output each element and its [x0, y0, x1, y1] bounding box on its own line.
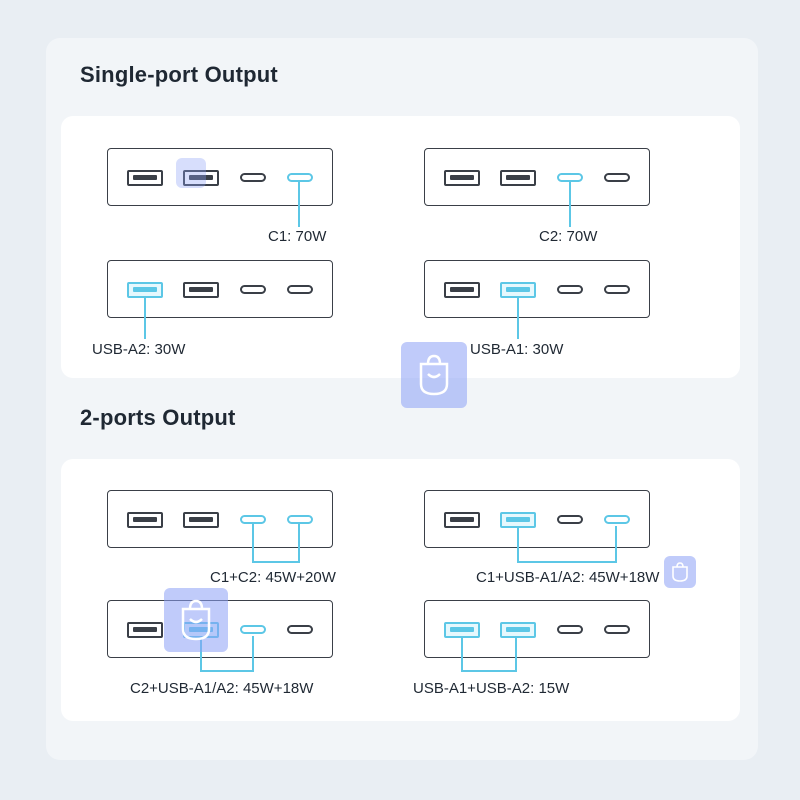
watermark-logo-icon [664, 556, 696, 588]
usb-a1-port [127, 512, 163, 528]
usb-a2-port [127, 622, 163, 638]
usb-c2-port [557, 515, 583, 524]
output-label-c1-usba: C1+USB-A1/A2: 45W+18W [476, 569, 660, 586]
usb-a1-port [183, 282, 219, 298]
usb-c2-port [240, 173, 266, 182]
power-strip-usb-a1 [424, 260, 650, 318]
usb-a1-port [127, 170, 163, 186]
usb-a2-port [444, 512, 480, 528]
watermark-logo-icon [164, 588, 228, 652]
usb-c2-port [240, 515, 266, 524]
usb-c2-port [557, 285, 583, 294]
connector-line [298, 181, 300, 227]
section-title-single: Single-port Output [80, 62, 278, 87]
connector-line [569, 181, 571, 227]
power-strip-c1 [107, 148, 333, 206]
connector-line [144, 296, 146, 339]
section-title-dual: 2-ports Output [80, 405, 236, 430]
usb-a2-port [183, 170, 219, 186]
power-strip-c1-usba [424, 490, 650, 548]
watermark-logo-icon [176, 158, 206, 188]
usb-a2-port [500, 170, 536, 186]
connector-bracket [461, 636, 517, 672]
usb-c1-port [604, 515, 630, 524]
output-label-usb-a1: USB-A1: 30W [470, 341, 564, 358]
power-strip-c2 [424, 148, 650, 206]
output-label-c2-usba: C2+USB-A1/A2: 45W+18W [130, 680, 314, 697]
usb-c2-port [557, 625, 583, 634]
usb-c1-port [287, 285, 313, 294]
usb-c2-port [240, 625, 266, 634]
usb-a1-port [444, 170, 480, 186]
output-label-usba1-usba2: USB-A1+USB-A2: 15W [413, 680, 570, 697]
watermark-logo-icon [401, 342, 467, 408]
usb-a1-port [500, 622, 536, 638]
usb-a2-port [444, 282, 480, 298]
connector-line [517, 296, 519, 339]
output-label-c1-c2: C1+C2: 45W+20W [210, 569, 336, 586]
usb-c1-port [604, 285, 630, 294]
power-strip-usb-a2 [107, 260, 333, 318]
usb-c1-port [287, 173, 313, 182]
connector-bracket [517, 526, 617, 563]
power-strip-usba1-usba2 [424, 600, 650, 658]
usb-c1-port [604, 173, 630, 182]
connector-bracket [200, 636, 254, 672]
usb-c1-port [604, 625, 630, 634]
output-label-usb-a2: USB-A2: 30W [92, 341, 186, 358]
output-label-c1: C1: 70W [268, 228, 327, 245]
power-strip-c1-c2 [107, 490, 333, 548]
usb-c2-port [240, 285, 266, 294]
usb-c1-port [287, 515, 313, 524]
usb-a2-port [183, 512, 219, 528]
usb-c1-port [287, 625, 313, 634]
connector-bracket [252, 524, 300, 563]
output-label-c2: C2: 70W [539, 228, 598, 245]
